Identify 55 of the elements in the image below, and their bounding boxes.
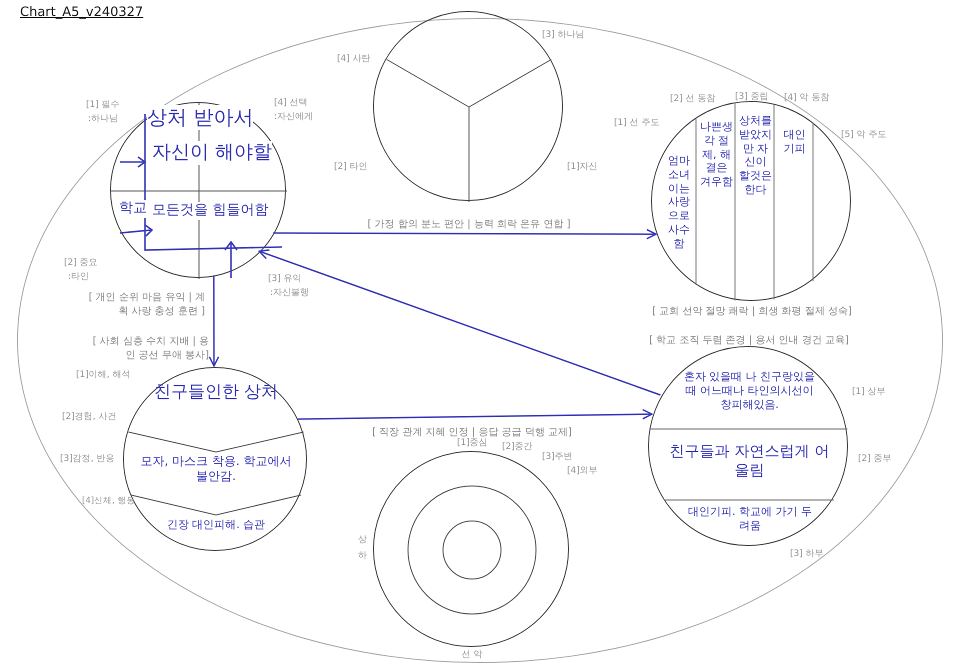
segment-label: [2] 타인 — [334, 162, 368, 174]
axis-label: 상 하 — [358, 534, 367, 564]
segment-label: :자신불행 — [270, 288, 310, 300]
segment-label: [3]감정, 반응 — [60, 454, 114, 466]
segment-label: [1]자신 — [567, 162, 598, 174]
segment-label: [2]중간 — [502, 442, 533, 454]
segment-label: [2] 선 동참 — [670, 94, 716, 106]
segment-label: [5] 악 주도 — [841, 130, 886, 142]
circle-caption: [ 가정 합의 분노 편안 | 능력 희락 온유 연합 ] — [366, 218, 572, 232]
segment-label: [3] 유익 — [268, 274, 302, 286]
arrow — [258, 249, 661, 396]
handwritten-note: 모자, 마스크 착용. 학교에서 불안감. — [139, 454, 293, 484]
chart-title: Chart_A5_v240327 — [20, 5, 144, 20]
segment-label: [4] 선택 — [274, 98, 308, 110]
circle-caption: [ 사회 심층 수치 지배 | 용인 공선 무애 봉사] — [92, 335, 209, 362]
segment-label: [3] 하나님 — [542, 30, 585, 42]
handwritten-note: 대인 기피 — [782, 128, 806, 156]
handwritten-note: 친구들인한 상처 — [152, 382, 280, 404]
handwritten-note: 긴장 대인피해. 습관 — [166, 518, 266, 532]
handwritten-note: 학교 — [119, 200, 147, 218]
segment-label: :타인 — [68, 272, 90, 284]
handwritten-note: 엄마 소녀이는 사랑으로 사수함 — [667, 154, 691, 250]
circle-caption: [ 개인 순위 마음 유익 | 계획 사랑 충성 훈련 ] — [88, 291, 205, 318]
handwritten-note: 대인기피. 학교에 가기 두려움 — [687, 505, 813, 532]
arrow — [297, 408, 653, 420]
segment-label: [2]경험, 사건 — [62, 412, 116, 424]
segment-label: :하나님 — [88, 114, 118, 126]
arrow — [273, 228, 657, 240]
segment-label: [1] 선 주도 — [614, 118, 660, 130]
segment-label: [2] 중부 — [858, 454, 892, 466]
segment-label: [1]이해, 해석 — [76, 370, 130, 382]
segment-label: [3]주변 — [542, 452, 573, 464]
handwritten-note: 혼자 있을때 나 친구랑있을때 어느때나 타인의시선이 창피해있음. — [682, 370, 816, 412]
handwritten-note: 상처를 받았지만 자신이 할것은 한다 — [738, 114, 773, 196]
segment-label: [4] 사탄 — [337, 54, 371, 66]
segment-label: [1] 상부 — [852, 387, 886, 399]
circle-caption: [ 교회 선악 절망 쾌락 | 희생 화평 절제 성숙] — [651, 305, 853, 318]
handwritten-note: 모든것을 힘들어함 — [152, 202, 268, 220]
segment-label: [4] 악 동참 — [784, 93, 830, 105]
arrow — [208, 275, 220, 367]
segment-label: [1]중심 — [457, 438, 488, 450]
segment-label: 선 악 — [460, 650, 484, 662]
segment-label: [2] 중요 — [64, 258, 98, 270]
handwritten-note: 나쁜생각 절제, 해결은 겨우함 — [699, 120, 734, 189]
segment-label: [4]외부 — [567, 466, 598, 478]
handwritten-note: 자신이 해야할 — [152, 141, 272, 165]
handwritten-note: 친구들과 자연스럽게 어울림 — [668, 442, 830, 480]
segment-label: [4]신체, 행동 — [82, 496, 136, 508]
segment-label: [3] 하부 — [790, 549, 824, 561]
handwritten-note: 상처 받아서 — [147, 105, 254, 130]
circle-caption: [ 학교 조직 두렴 존경 | 용서 인내 경건 교육] — [648, 334, 850, 348]
segment-label: :자신에게 — [274, 112, 314, 124]
segment-label: [1] 필수 — [86, 100, 120, 112]
circle-caption: [ 직장 관계 지혜 인정 | 응답 공급 덕행 교제] — [371, 426, 573, 438]
segment-label: [3] 중립 — [735, 92, 769, 104]
